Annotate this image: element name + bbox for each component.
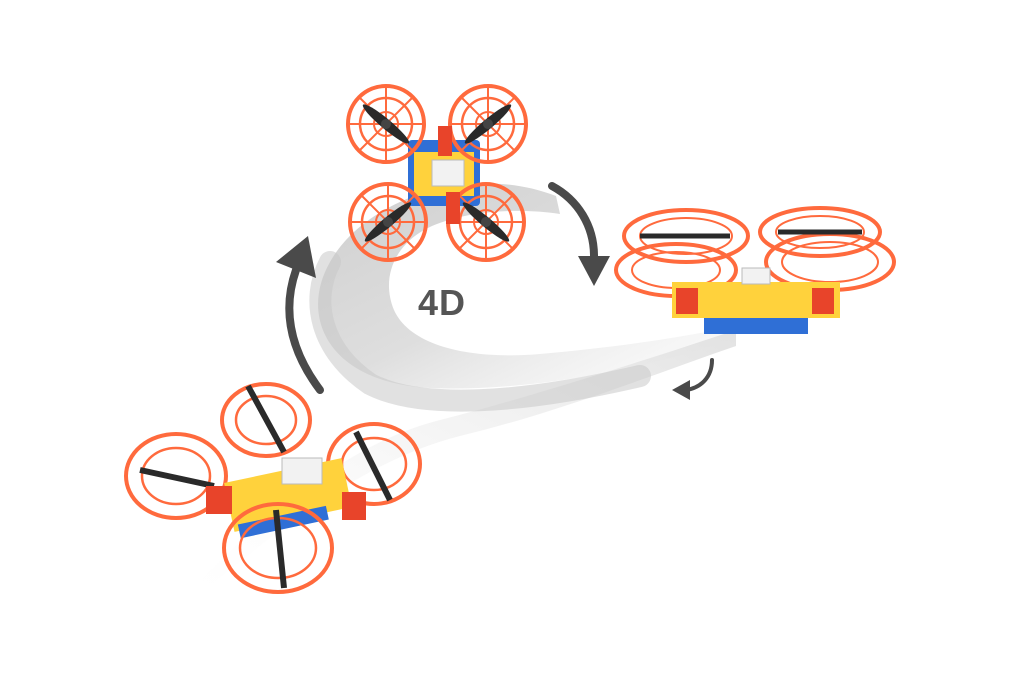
drone-side-view — [614, 206, 896, 334]
drone-top-view — [346, 84, 528, 262]
swirl-band — [190, 183, 736, 590]
mode-label: 4D — [417, 282, 467, 323]
rotation-arrow-right — [548, 182, 610, 286]
rotation-arrow-small — [672, 358, 714, 400]
rotation-arrow-left — [276, 236, 324, 394]
drone-angled-view — [124, 382, 422, 594]
